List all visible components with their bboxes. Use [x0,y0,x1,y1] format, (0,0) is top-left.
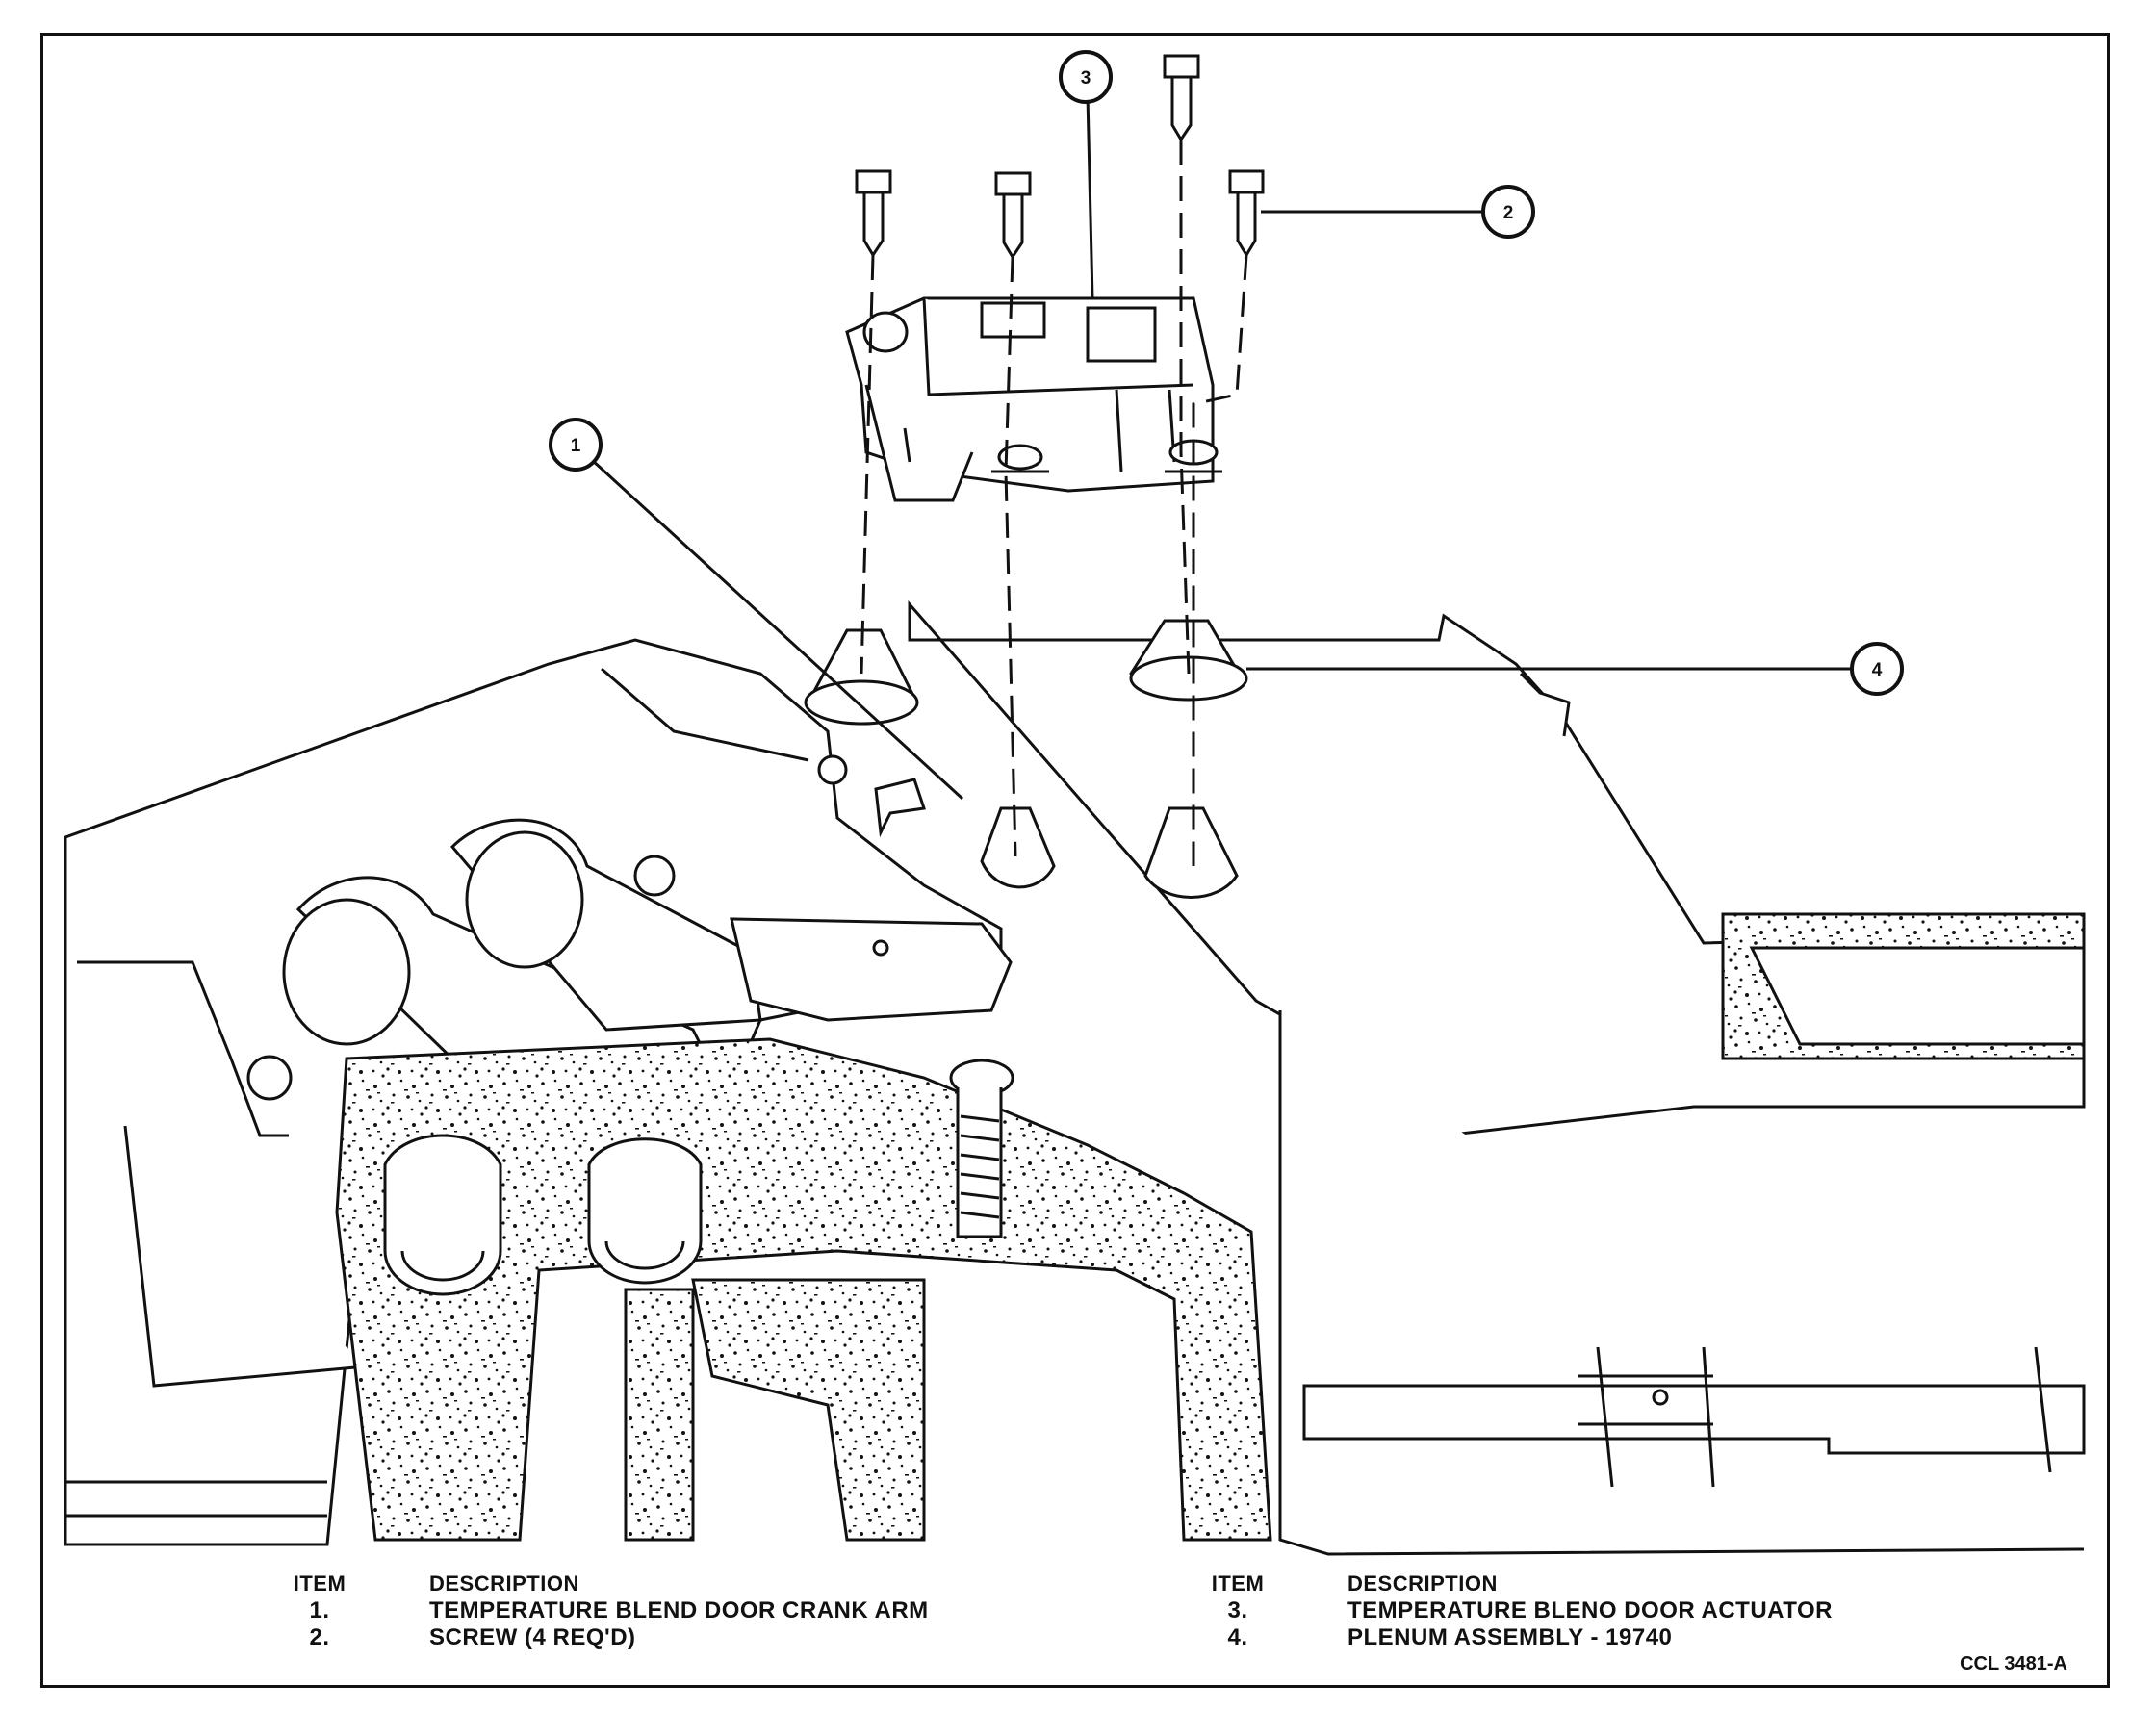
legend-item-description: PLENUM ASSEMBLY - 19740 [1348,1624,1673,1650]
callout-1-label: 1 [571,436,581,456]
legend-item-number: 1. [309,1597,330,1623]
assembly-lines [860,140,1248,866]
legend-item-number: 4. [1227,1624,1248,1650]
crank-arm-plate [730,778,1013,1022]
legend-item-header: ITEM [1211,1571,1265,1595]
stud-bolt [949,1059,1014,1238]
duct-tubes [246,818,762,1101]
figure-reference-code: CCL 3481-A [1960,1653,2067,1674]
legend-item-description: SCREW (4 REQ'D) [429,1624,636,1650]
callout-4: 4 [1850,642,1904,696]
callout-2: 2 [1481,185,1535,239]
insulated-heater-core [335,1037,1272,1542]
callout-3-label: 3 [1081,68,1091,89]
legend-item-number: 3. [1227,1597,1248,1623]
legend-description-header: DESCRIPTION [429,1571,579,1595]
legend-item-description: TEMPERATURE BLEND DOOR CRANK ARM [429,1597,929,1623]
leader-lines [590,95,1853,801]
blend-door-actuator [845,296,1222,502]
legend-description-header: DESCRIPTION [1348,1571,1498,1595]
mounting-bosses [804,619,1248,899]
callout-3: 3 [1059,50,1113,104]
legend-left: ITEM DESCRIPTION 1. TEMPERATURE BLEND DO… [262,1570,1032,1651]
legend-item-header: ITEM [293,1571,346,1595]
legend-right: ITEM DESCRIPTION 3. TEMPERATURE BLENO DO… [1180,1570,1950,1651]
legend-item-number: 2. [309,1624,330,1650]
screws [855,54,1265,260]
legend-item-description: TEMPERATURE BLENO DOOR ACTUATOR [1348,1597,1833,1623]
mounting-rail [1302,1346,2086,1488]
callout-2-label: 2 [1503,203,1514,223]
callout-1: 1 [549,418,603,472]
callout-4-label: 4 [1872,660,1883,680]
